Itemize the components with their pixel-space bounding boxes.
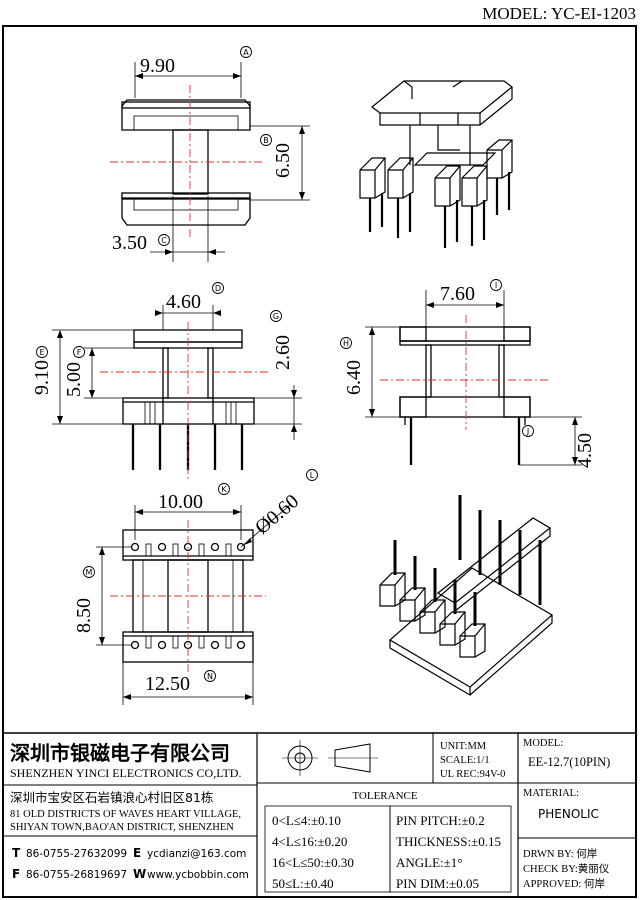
title-block (3, 732, 636, 897)
check-by: CHECK BY:黄丽仪 (523, 862, 610, 875)
approved-by: APPROVED: 何岸 (523, 877, 605, 890)
company-name-cn: 深圳市银磁电子有限公司 (10, 741, 230, 765)
address-en-2: SHIYAN TOWN,BAO'AN DISTRICT, SHENZHEN (10, 822, 234, 833)
tolerance-3: 16<L≤50:±0.30 (272, 855, 354, 870)
dim-f-value: 5.00 (63, 362, 85, 397)
marker-i-circle (490, 279, 502, 291)
marker-i-label: I (495, 281, 497, 290)
address-cn: 深圳市宝安区石岩镇浪心村旧区81栋 (10, 790, 213, 805)
marker-l-label: L (310, 471, 315, 480)
marker-f-circle (73, 346, 85, 358)
marker-a-label: A (243, 48, 249, 57)
tolerance-1: 0<L≤4:±0.10 (272, 813, 341, 828)
marker-n-circle (204, 670, 216, 682)
marker-m-label: M (86, 568, 93, 577)
side-view (365, 290, 582, 466)
dim-j-value: 4.50 (574, 433, 596, 468)
marker-n-label: N (207, 672, 213, 681)
top-view (110, 62, 310, 262)
marker-c-circle (158, 234, 170, 246)
marker-h-label: H (343, 339, 349, 348)
iso-view-top (359, 80, 513, 248)
marker-g-circle (270, 310, 282, 322)
angle: ANGLE:±1° (396, 855, 463, 870)
drawn-by: DRWN BY: 何岸 (523, 847, 597, 860)
material-label: MATERIAL: (523, 788, 579, 799)
web-address: www.ycbobbin.com (147, 869, 249, 881)
marker-g-label: G (273, 312, 279, 321)
dim-e-value: 9.10 (31, 360, 53, 395)
ul-text: UL REC:94V-0 (440, 769, 505, 780)
marker-h-circle (340, 337, 352, 349)
iso-view-bottom (379, 495, 554, 697)
web-label: W (133, 867, 146, 881)
dim-d-value: 4.60 (166, 291, 201, 313)
marker-e-label: E (39, 348, 44, 357)
tel-label: T (12, 846, 21, 860)
marker-l-circle (306, 469, 318, 481)
tolerance-4: 50≤L:±0.40 (272, 876, 334, 891)
marker-b-circle (260, 134, 272, 146)
thickness: THICKNESS:±0.15 (396, 834, 501, 849)
model-label: MODEL: (523, 738, 563, 749)
model-header: MODEL: YC-EI-1203 (482, 4, 636, 23)
address-en-1: 81 OLD DISTRICTS OF WAVES HEART VILLAGE, (10, 809, 241, 820)
marker-k-label: K (221, 485, 227, 494)
dimension-markers: A B C D E F G H I J K L M N (36, 46, 534, 682)
material-value: PHENOLIC (538, 807, 599, 821)
marker-c-label: C (161, 236, 167, 245)
tel-number: 86-0755-27632099 (26, 848, 127, 860)
dim-c-value: 3.50 (112, 232, 147, 254)
tolerance-2: 4<L≤16:±0.20 (272, 834, 347, 849)
tolerance-title: TOLERANCE (352, 790, 417, 802)
dim-a-value: 9.90 (140, 55, 175, 77)
marker-j-label: J (526, 427, 529, 436)
pin-dim: PIN DIM:±0.05 (396, 876, 479, 891)
dim-b-value: 6.50 (272, 143, 294, 178)
dim-m-value: 8.50 (73, 598, 95, 633)
dim-h-value: 6.40 (343, 360, 365, 395)
dim-l-value: Ø0.60 (251, 490, 303, 539)
company-name-en: SHENZHEN YINCI ELECTRONICS CO,LTD. (10, 766, 241, 780)
fax-label: F (12, 867, 20, 881)
dim-k-value: 10.00 (158, 491, 203, 513)
marker-m-circle (83, 566, 95, 578)
marker-a-circle (240, 46, 252, 58)
unit-text: UNIT:MM (440, 741, 487, 752)
scale-text: SCALE:1/1 (440, 755, 490, 766)
email-label: E (133, 846, 141, 860)
marker-d-circle (212, 282, 224, 294)
marker-d-label: D (215, 284, 221, 293)
fax-number: 86-0755-26819697 (26, 869, 127, 881)
dim-n-value: 12.50 (145, 673, 190, 695)
marker-e-circle (36, 346, 48, 358)
front-view (52, 305, 302, 480)
sheet-border (2, 25, 637, 898)
marker-k-circle (218, 483, 230, 495)
email-address: ycdianzi@163.com (147, 848, 246, 860)
dim-i-value: 7.60 (440, 283, 475, 305)
dimension-arrows (57, 73, 578, 700)
marker-b-label: B (263, 136, 269, 145)
model-value: EE-12.7(10PIN) (528, 755, 610, 769)
dim-g-value: 2.60 (272, 335, 294, 370)
bottom-view (96, 504, 291, 705)
marker-j-circle (522, 425, 534, 437)
pin-pitch: PIN PITCH:±0.2 (396, 813, 485, 828)
marker-f-label: F (77, 348, 82, 357)
